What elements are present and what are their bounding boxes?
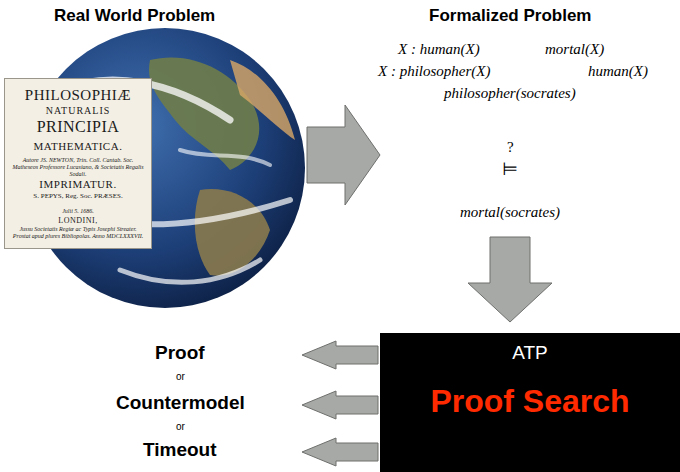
outcome: Countermodel — [116, 392, 245, 415]
cover-text: Julii 5. 1686. — [11, 208, 145, 215]
cover-text: LONDINI, — [11, 216, 145, 225]
cover-text: PHILOSOPHIÆ — [11, 87, 145, 104]
down-arrow — [468, 237, 552, 322]
left-arrow — [302, 438, 378, 466]
connective: or — [176, 421, 185, 433]
formula: mortal(X) — [545, 40, 604, 58]
right-arrow — [307, 105, 380, 205]
formula: X : human(X) — [398, 40, 480, 58]
box-heading: ATP — [512, 342, 548, 364]
outcome: Timeout — [143, 439, 217, 462]
box-title: Proof Search — [430, 383, 629, 420]
outcome: Proof — [155, 342, 205, 365]
cover-text: NATURALIS — [11, 105, 145, 117]
formula: philosopher(socrates) — [444, 84, 576, 102]
cover-text: IMPRIMATUR. — [11, 178, 145, 191]
process-box: ATP Proof Search — [380, 333, 680, 472]
region-heading: Real World Problem — [54, 6, 215, 26]
cover-text: Jussu Societatis Regiæ ac Typis Josephi … — [11, 226, 145, 240]
cover-text: S. PEPYS, Reg. Soc. PRÆSES. — [11, 192, 145, 200]
left-arrow — [302, 341, 378, 369]
connective: or — [176, 371, 185, 383]
cover-text: PRINCIPIA — [11, 118, 145, 136]
entails-symbol: ⊨ — [502, 158, 518, 180]
left-arrow — [302, 391, 378, 419]
book-cover: PHILOSOPHIÆNATURALISPRINCIPIA MATHEMATICA… — [4, 78, 152, 249]
formula: human(X) — [588, 62, 648, 80]
cover-text: Autore JS. NEWTON, Trin. Coll. Cantab. S… — [11, 157, 145, 178]
region-heading: Formalized Problem — [429, 6, 591, 26]
formula: mortal(socrates) — [460, 203, 560, 221]
formula: X : philosopher(X) — [378, 62, 490, 80]
cover-text: MATHEMATICA. — [11, 140, 145, 153]
query-mark: ? — [507, 138, 514, 156]
